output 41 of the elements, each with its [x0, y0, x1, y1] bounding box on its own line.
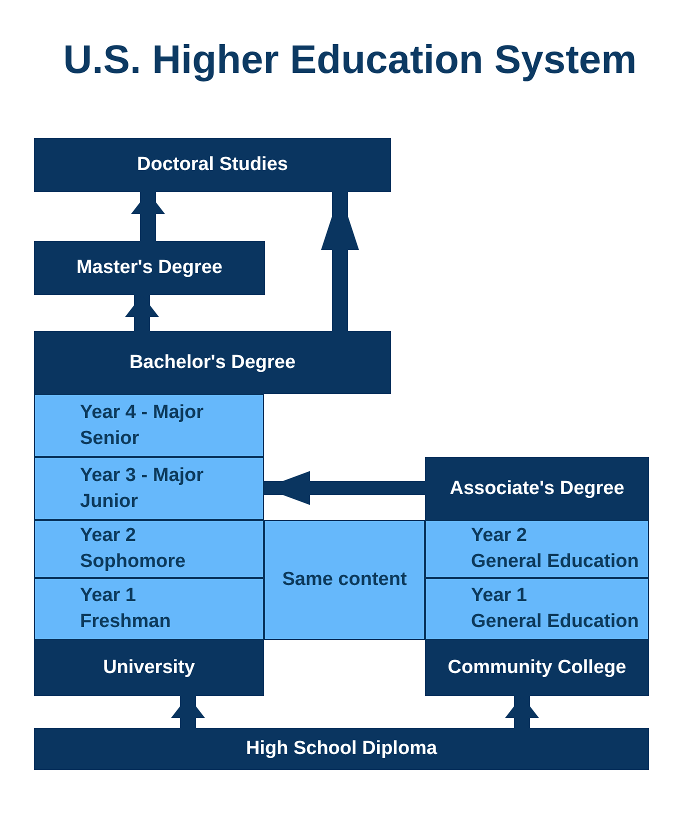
box-label: Same content	[282, 568, 407, 592]
title: U.S. Higher Education System	[62, 38, 638, 83]
institution-box	[34, 640, 264, 696]
degree-box	[34, 241, 265, 295]
year-box	[34, 394, 264, 457]
box-label: Junior	[80, 490, 140, 514]
box-label: Year 1	[80, 584, 137, 608]
arrow	[171, 696, 205, 728]
box-label: Year 4 - Major	[80, 400, 205, 424]
shared-content-box	[264, 520, 425, 640]
box-label: Sophomore	[80, 550, 187, 574]
box-label: High School Diploma	[246, 737, 438, 761]
arrow	[505, 696, 539, 728]
box-label: Associate's Degree	[450, 476, 624, 500]
arrow	[264, 471, 425, 505]
arrow	[131, 192, 165, 241]
year-box	[34, 578, 264, 640]
box-label: Year 2	[80, 524, 137, 548]
degree-box	[34, 331, 391, 394]
box-label: Senior	[80, 426, 140, 450]
box-label: Year 3 - Major	[80, 464, 205, 488]
degree-box	[425, 457, 649, 520]
box-label: Year 2	[471, 524, 528, 548]
year-box	[425, 520, 649, 578]
degree-box	[34, 138, 391, 192]
box-label: University	[103, 656, 195, 680]
year-box	[34, 520, 264, 578]
arrow	[125, 295, 159, 331]
institution-box	[425, 640, 649, 696]
box-label: Year 1	[471, 584, 528, 608]
box-label: General Education	[471, 550, 640, 574]
year-box	[34, 457, 264, 520]
arrow	[321, 192, 359, 331]
box-label: General Education	[471, 610, 640, 634]
box-label: Master's Degree	[76, 256, 223, 280]
box-label: Community College	[448, 656, 626, 680]
diploma-box	[34, 728, 649, 770]
year-box	[425, 578, 649, 640]
box-label: Bachelor's Degree	[129, 350, 296, 374]
box-label: Freshman	[80, 610, 172, 634]
box-label: Doctoral Studies	[137, 153, 288, 177]
